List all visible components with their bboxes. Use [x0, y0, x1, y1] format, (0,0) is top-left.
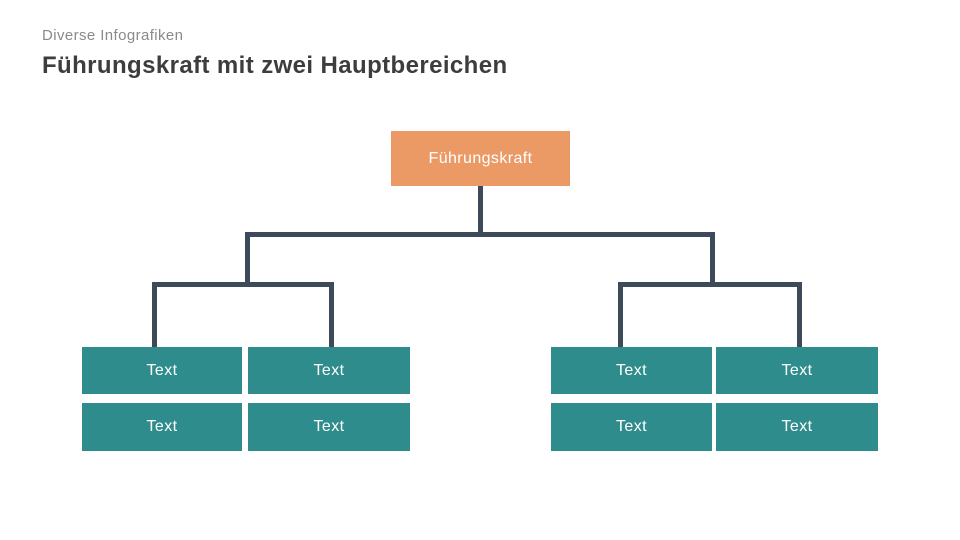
org-node-left-4: Text [248, 403, 410, 451]
slide-eyebrow: Diverse Infografiken [42, 27, 184, 44]
org-node-left-2: Text [248, 347, 410, 394]
connector-root-vertical [478, 186, 483, 237]
org-node-right-4: Text [716, 403, 878, 451]
connector-left-branch-vertical [245, 232, 250, 287]
org-node-right-1: Text [551, 347, 712, 394]
connector-left-level2-horizontal [152, 282, 334, 287]
connector-level1-horizontal [245, 232, 715, 237]
org-node-root: Führungskraft [391, 131, 570, 186]
connector-right-level2-horizontal [618, 282, 802, 287]
page-title: Führungskraft mit zwei Hauptbereichen [42, 52, 508, 79]
org-node-left-1: Text [82, 347, 242, 394]
connector-left-box1-drop [152, 282, 157, 347]
connector-right-box1-drop [618, 282, 623, 347]
org-node-right-3: Text [551, 403, 712, 451]
connector-right-branch-vertical [710, 232, 715, 287]
connector-right-box2-drop [797, 282, 802, 347]
org-node-right-2: Text [716, 347, 878, 394]
org-node-left-3: Text [82, 403, 242, 451]
connector-left-box2-drop [329, 282, 334, 347]
